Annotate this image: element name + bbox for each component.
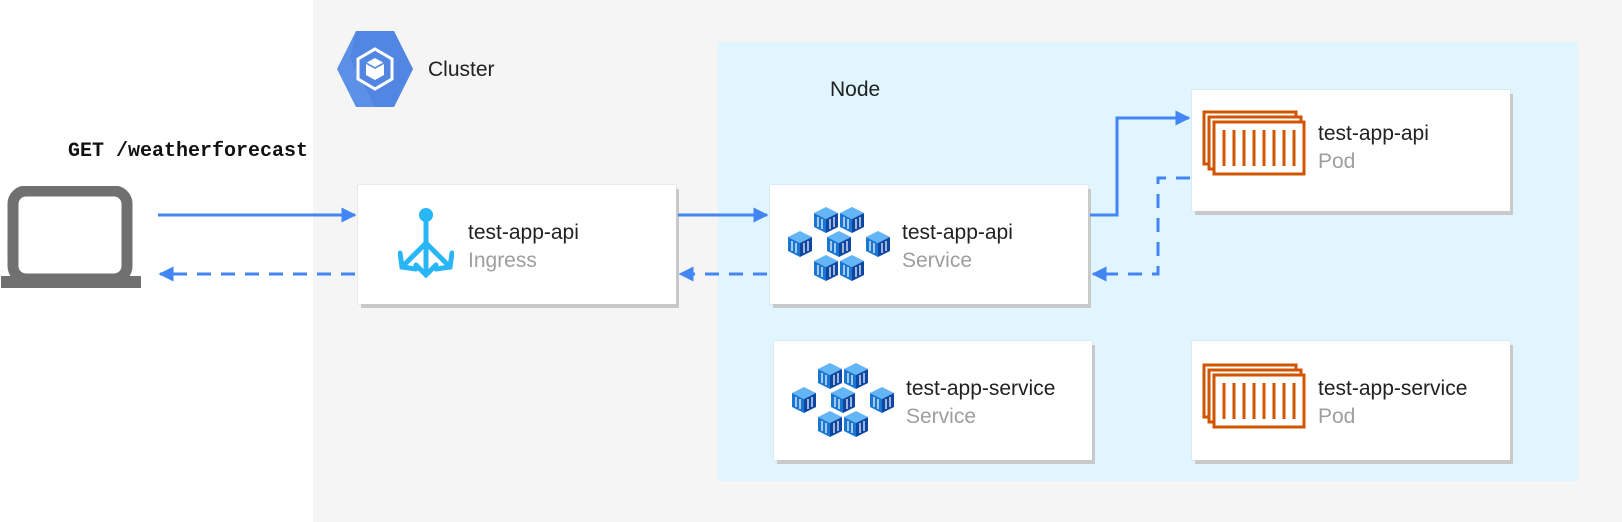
ingress-name: test-app-api [468, 221, 579, 244]
response-arrow-pod-to-service [1091, 176, 1190, 282]
api-service-name: test-app-api [902, 221, 1013, 244]
svc-pod-kind: Pod [1318, 405, 1356, 428]
node-label: Node [830, 78, 881, 101]
cluster-label: Cluster [428, 58, 495, 81]
api-pod-card[interactable]: test-app-api Pod [1192, 90, 1510, 211]
ingress-icon [398, 208, 454, 279]
svc-service-kind: Service [906, 405, 977, 428]
pod-container-icon [1202, 110, 1306, 176]
pod-container-icon [1202, 363, 1306, 429]
api-service-kind: Service [902, 249, 973, 272]
kubernetes-engine-icon [337, 31, 413, 107]
api-pod-kind: Pod [1318, 150, 1356, 173]
svc-service-card[interactable]: test-app-service Service [774, 341, 1092, 460]
api-service-card[interactable]: test-app-api Service [770, 185, 1088, 304]
svc-service-name: test-app-service [906, 377, 1056, 400]
request-arrow-service-to-pod [1090, 110, 1191, 217]
request-label: GET /weatherforecast [68, 140, 309, 163]
svc-pod-card[interactable]: test-app-service Pod [1192, 341, 1510, 460]
ingress-kind: Ingress [468, 249, 537, 272]
laptop-icon [1, 186, 141, 288]
api-pod-name: test-app-api [1318, 122, 1429, 145]
svc-pod-name: test-app-service [1318, 377, 1468, 400]
ingress-card[interactable]: test-app-api Ingress [358, 185, 676, 304]
